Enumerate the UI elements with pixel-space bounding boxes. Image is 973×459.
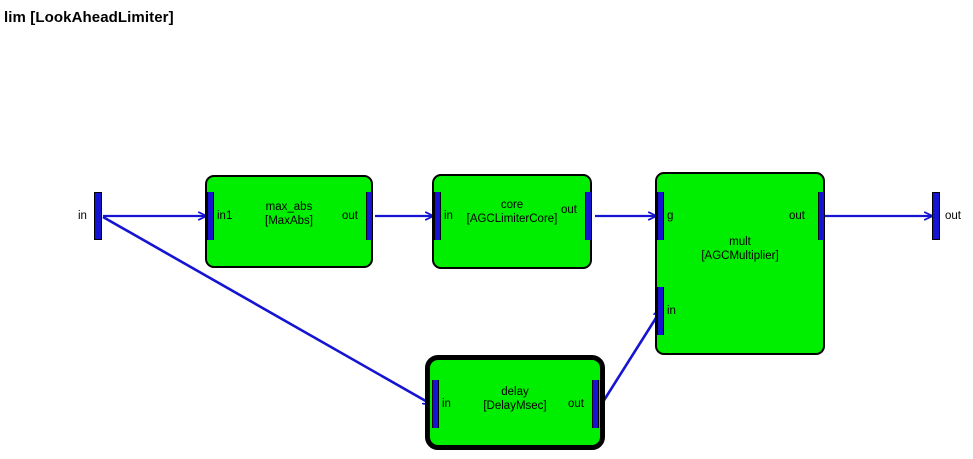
- terminal-input-label: in: [78, 210, 87, 222]
- block-delay[interactable]: delay [DelayMsec]: [425, 355, 605, 450]
- port-delay-in[interactable]: [432, 380, 439, 428]
- port-mult-g-label: g: [667, 210, 674, 222]
- port-mult-in-label: in: [667, 305, 676, 317]
- block-delay-label: delay [DelayMsec]: [430, 385, 600, 413]
- port-max_abs-in1-label: in1: [217, 210, 233, 222]
- block-delay-name: delay: [501, 386, 529, 398]
- wire-delay-to-mult-in: [599, 310, 661, 406]
- block-max_abs-label: max_abs [MaxAbs]: [207, 200, 371, 228]
- block-max_abs-name: max_abs: [265, 201, 313, 213]
- port-max_abs-out-label: out: [342, 210, 358, 222]
- port-core-out-label: out: [561, 204, 577, 216]
- port-core-out[interactable]: [585, 192, 592, 240]
- port-delay-in-label: in: [442, 398, 451, 410]
- terminal-output-label: out: [945, 210, 961, 222]
- port-delay-out-label: out: [568, 398, 584, 410]
- page-title: lim [LookAheadLimiter]: [4, 9, 174, 26]
- port-delay-out[interactable]: [592, 380, 599, 428]
- block-core-label: core [AGCLimiterCore]: [434, 198, 590, 226]
- port-mult-g[interactable]: [657, 192, 664, 240]
- block-mult-label: mult [AGCMultiplier]: [657, 235, 823, 263]
- block-mult-name: mult: [729, 236, 751, 248]
- port-mult-in[interactable]: [657, 287, 664, 335]
- block-core-name: core: [500, 199, 524, 211]
- wire-input-to-delay: [102, 215, 431, 404]
- terminal-input[interactable]: [94, 192, 102, 240]
- port-max_abs-out[interactable]: [366, 192, 373, 240]
- terminal-output[interactable]: [932, 192, 940, 240]
- block-delay-type: [DelayMsec]: [483, 400, 547, 412]
- port-max_abs-in1[interactable]: [207, 192, 214, 240]
- port-mult-out[interactable]: [818, 192, 825, 240]
- block-mult[interactable]: mult [AGCMultiplier]: [655, 172, 825, 355]
- block-core-type: [AGCLimiterCore]: [466, 213, 558, 225]
- port-core-in-label: in: [444, 210, 453, 222]
- block-core[interactable]: core [AGCLimiterCore]: [432, 174, 592, 269]
- port-core-in[interactable]: [434, 192, 441, 240]
- port-mult-out-label: out: [789, 210, 805, 222]
- block-mult-type: [AGCMultiplier]: [701, 250, 779, 262]
- block-max_abs-type: [MaxAbs]: [265, 215, 313, 227]
